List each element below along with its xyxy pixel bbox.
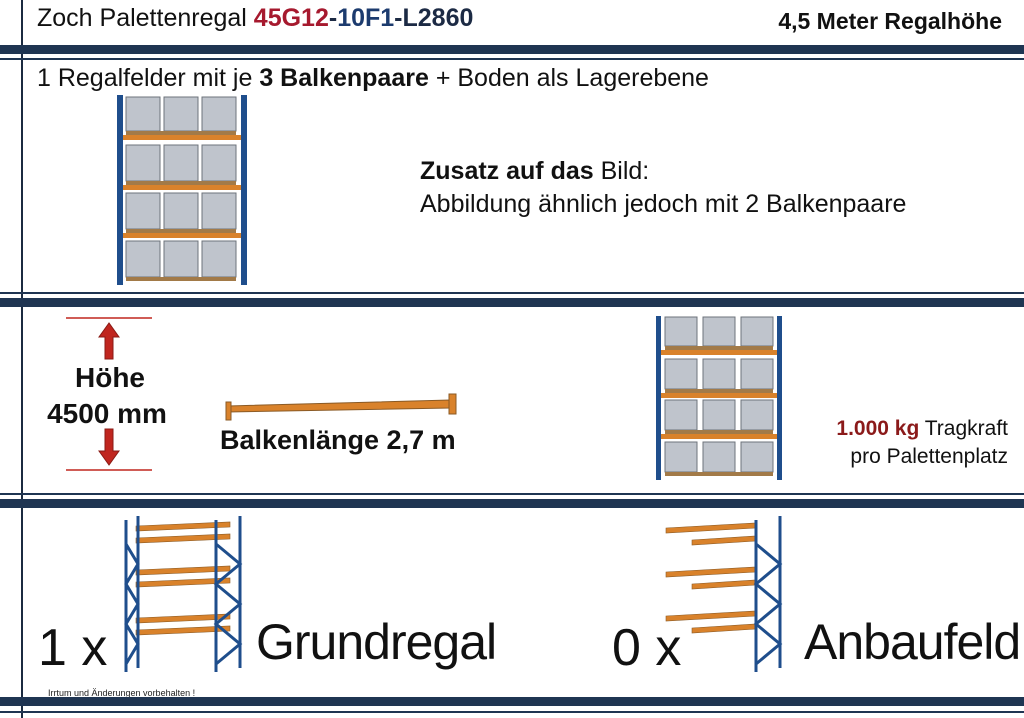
rack-frames (117, 95, 247, 285)
rack-beams (135, 521, 231, 636)
note-text: Bild: (593, 157, 650, 185)
divider-band (0, 292, 1024, 294)
heading-text: + Boden als Lagerebene (428, 64, 709, 92)
pallets (665, 346, 773, 476)
code-separator: - (328, 4, 338, 32)
beam-length-label: Balkenlänge 2,7 m (220, 425, 456, 455)
section-heading: 1 Regalfelder mit je 3 Balkenpaare + Bod… (37, 64, 709, 93)
code-part-1: 45G12 (253, 4, 329, 32)
height-word: Höhe (75, 362, 145, 393)
rack-beams (659, 350, 779, 439)
load-capacity: 1.000 kg Tragkraft pro Palettenplatz (836, 415, 1008, 471)
loaded-rack-image-small (656, 316, 782, 480)
base-rack-image (124, 516, 243, 672)
load-line-2: pro Palettenplatz (850, 445, 1008, 468)
beam-image (225, 393, 457, 421)
heading-bold: 3 Balkenpaare (259, 64, 429, 92)
divider-band (0, 45, 1024, 54)
arrow-up-icon (98, 322, 120, 360)
image-note: Zusatz auf das Bild: Abbildung ähnlich j… (420, 155, 906, 221)
rack-frames (656, 316, 782, 480)
title-prefix: Zoch Palettenregal (37, 4, 254, 32)
base-rack-label: Grundregal (256, 614, 497, 670)
divider-band (0, 298, 1024, 307)
note-line-2: Abbildung ähnlich jedoch mit 2 Balkenpaa… (420, 190, 907, 218)
base-rack-count: 1 x (38, 619, 108, 677)
load-word: Tragkraft (919, 417, 1008, 440)
code-separator: - (394, 4, 403, 32)
divider-band (0, 493, 1024, 495)
divider-band (0, 697, 1024, 706)
load-value: 1.000 kg (836, 417, 920, 440)
page-title: Zoch Palettenregal 45G12-10F1-L2860 (37, 4, 473, 33)
code-part-2: 10F1 (337, 4, 395, 32)
left-margin-line (21, 0, 23, 718)
divider-band (0, 58, 1024, 60)
heading-text: 1 Regalfelder mit je (37, 64, 260, 92)
pallet-boxes (125, 96, 237, 278)
right-frame (213, 516, 243, 672)
divider-band (0, 499, 1024, 508)
pallet-boxes (664, 316, 774, 473)
loaded-rack-image (117, 95, 247, 285)
code-part-3: L2860 (402, 4, 474, 32)
divider-band (0, 711, 1024, 713)
height-indicator (66, 317, 152, 471)
addon-field-label: Anbaufeld (804, 614, 1021, 670)
rack-beams (665, 522, 757, 634)
note-bold: Zusatz auf das (420, 157, 594, 185)
arrow-down-icon (98, 428, 120, 466)
addon-field-count: 0 x (612, 619, 682, 677)
rack-beams (120, 135, 244, 238)
addon-frame (753, 516, 783, 672)
height-value: 4500 mm (47, 398, 167, 429)
pallets (126, 131, 236, 281)
addon-field-image (665, 516, 783, 672)
shelf-height-label: 4,5 Meter Regalhöhe (778, 8, 1002, 34)
disclaimer: Irrtum und Änderungen vorbehalten ! (48, 688, 196, 698)
left-frame (124, 516, 140, 672)
